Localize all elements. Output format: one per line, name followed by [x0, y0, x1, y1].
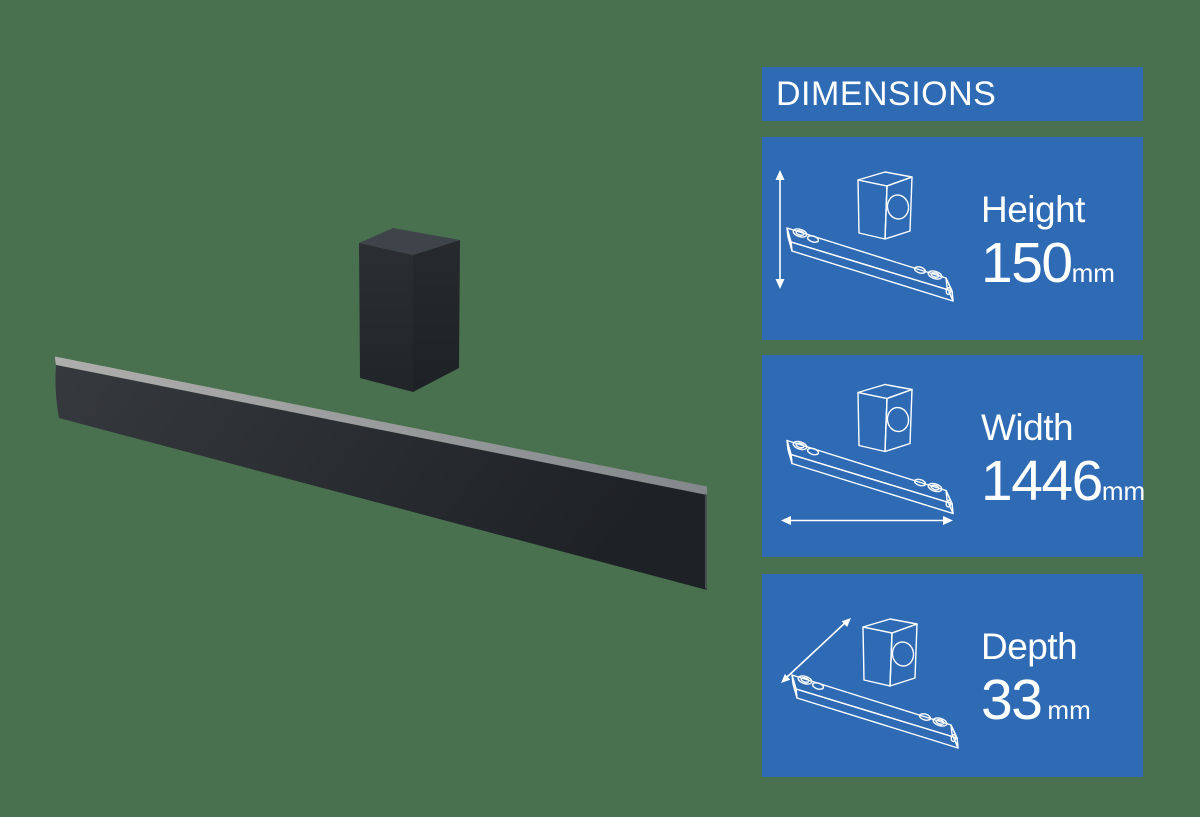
dimension-label: Depth	[981, 626, 1078, 667]
width-illustration-icon	[781, 383, 954, 525]
dimension-value: 1446mm	[981, 448, 1146, 513]
width-panel: Width 1446mm	[762, 355, 1146, 557]
horizontal-double-arrow-icon	[781, 516, 953, 525]
height-panel: Height 150mm	[762, 137, 1143, 340]
dimension-unit: mm	[1047, 694, 1091, 725]
dimension-unit: mm	[1101, 475, 1146, 506]
dimensions-title: DIMENSIONS	[776, 75, 997, 113]
diagonal-double-arrow-icon	[781, 618, 851, 683]
soundbar-subwoofer-product-image	[55, 228, 707, 590]
soundbar-render	[55, 356, 707, 590]
dimension-unit: mm	[1071, 257, 1115, 288]
vertical-double-arrow-icon	[775, 170, 785, 289]
subwoofer-render	[359, 228, 460, 392]
depth-illustration-icon	[781, 618, 959, 749]
height-illustration-icon	[775, 170, 954, 302]
dimensions-header: DIMENSIONS	[762, 67, 1143, 121]
dimension-label: Height	[981, 189, 1085, 230]
dimension-value: 150mm	[981, 230, 1115, 295]
dimension-label: Width	[981, 407, 1074, 448]
